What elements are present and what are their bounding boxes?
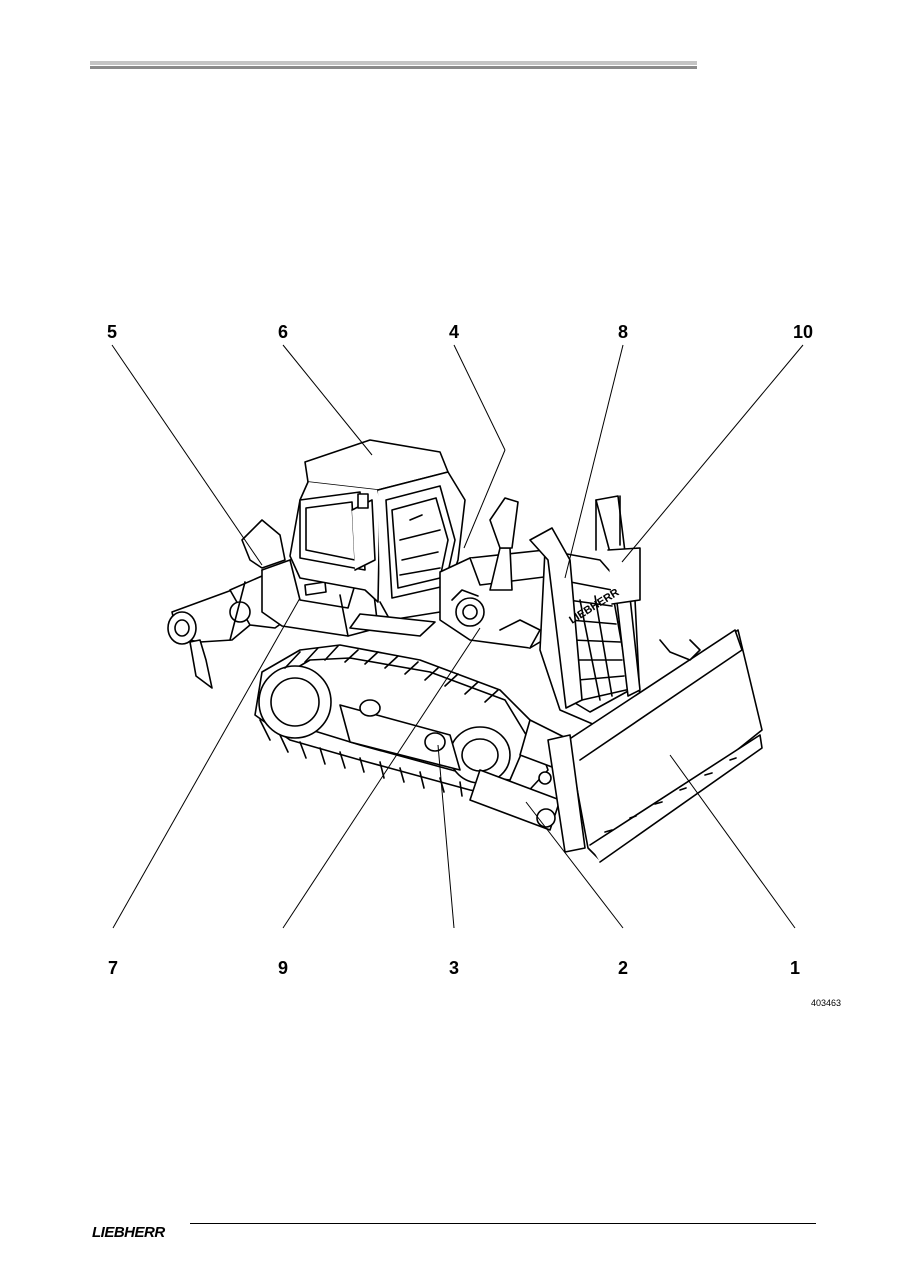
callout-4: 4 [448,322,459,342]
dozer-drawing: LIEBHERR [111,344,804,929]
callout-2: 2 [617,958,628,978]
leader-7 [112,597,301,929]
callout-3: 3 [448,958,459,978]
track [254,644,549,805]
leader-4a [453,344,506,451]
leader-3 [437,744,455,929]
callout-9: 9 [277,958,288,978]
lift-cylinders [529,495,641,709]
callout-10: 10 [792,322,814,342]
footer-rule [190,1223,816,1224]
brand-logo-text: LIEBHERR [92,1224,165,1241]
leader-5 [111,344,263,566]
dozer-illustration: LIEBHERR [0,300,909,1020]
callout-5: 5 [106,322,117,342]
blade [547,629,763,863]
leader-10 [621,344,804,563]
callout-8: 8 [617,322,628,342]
leader-6 [282,344,373,456]
leader-1 [669,754,796,929]
callout-1: 1 [789,958,800,978]
callout-6: 6 [277,322,288,342]
header-rule [90,61,697,69]
leader-4b [463,449,506,549]
brand-logo: LIEBHERR [92,1223,188,1241]
callout-7: 7 [107,958,118,978]
figure-id: 403463 [811,998,842,1008]
leader-2 [525,801,624,929]
leader-9 [282,627,481,929]
engine-hood [439,497,561,649]
leader-8 [564,344,624,579]
